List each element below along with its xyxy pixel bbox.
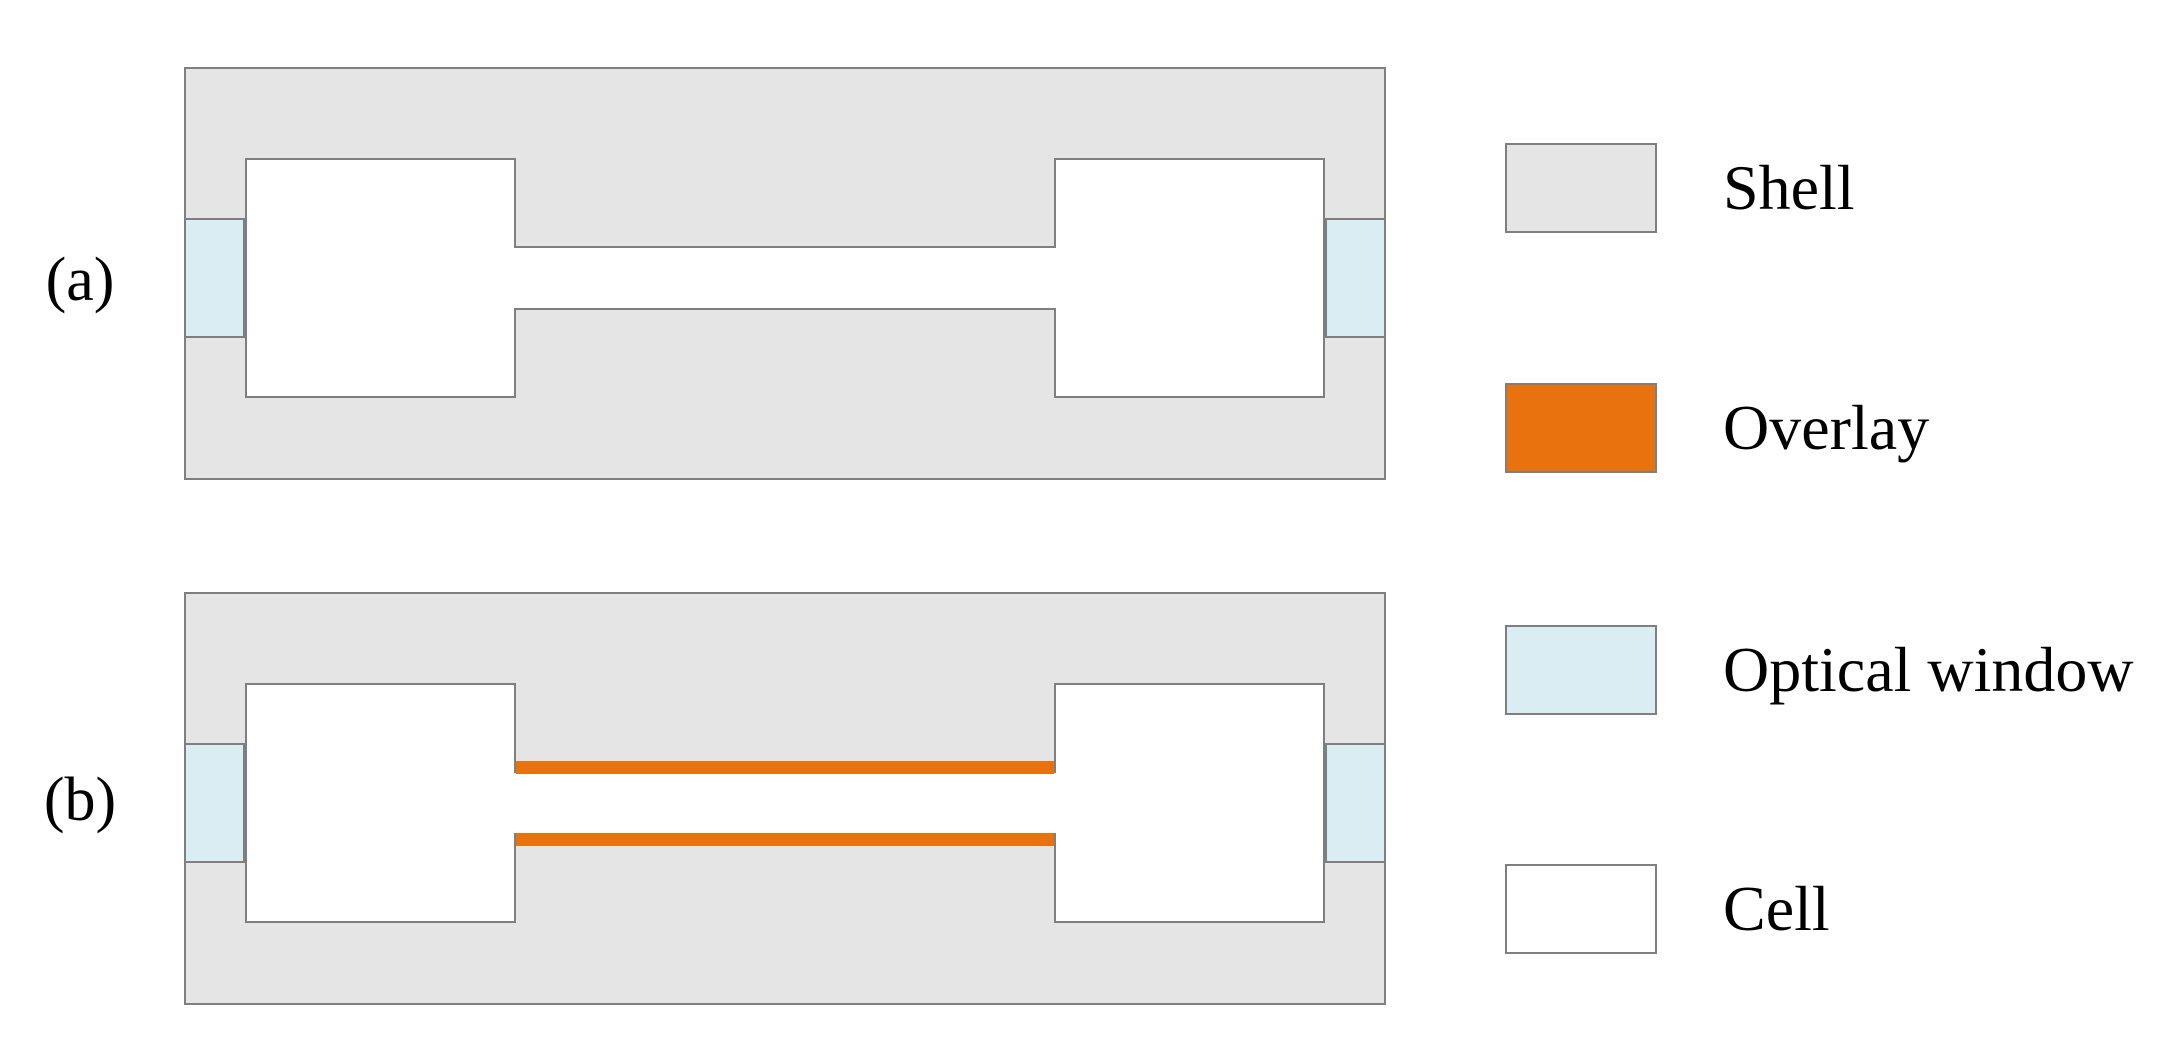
optical-window-left-a [184,218,245,338]
cell-left-b [245,683,516,923]
optical-window-right-b [1325,743,1386,863]
cell-right-a [1054,158,1325,398]
optical-window-right-a [1325,218,1386,338]
legend-item-shell: Shell [1505,143,1855,233]
cell-left-a [245,158,516,398]
figure-b-label: (b) [43,766,117,834]
legend-item-cell: Cell [1505,864,1830,954]
legend-label-shell: Shell [1723,152,1855,223]
figure-a-label: (a) [45,246,115,314]
legend-item-optical-window: Optical window [1505,625,2134,715]
overlay-strip-bottom-b [516,833,1054,846]
legend-label-optical-window: Optical window [1723,634,2134,705]
optical-window-left-b [184,743,245,863]
overlay-strip-top-b [516,761,1054,774]
legend-label-cell: Cell [1723,873,1830,944]
channel-a [514,246,1056,310]
legend-swatch-shell [1505,143,1657,233]
channel-b [514,771,1056,835]
legend-label-overlay: Overlay [1723,392,1930,463]
legend-swatch-optical-window [1505,625,1657,715]
legend-swatch-overlay [1505,383,1657,473]
legend-swatch-cell [1505,864,1657,954]
legend-item-overlay: Overlay [1505,383,1929,473]
cell-right-b [1054,683,1325,923]
